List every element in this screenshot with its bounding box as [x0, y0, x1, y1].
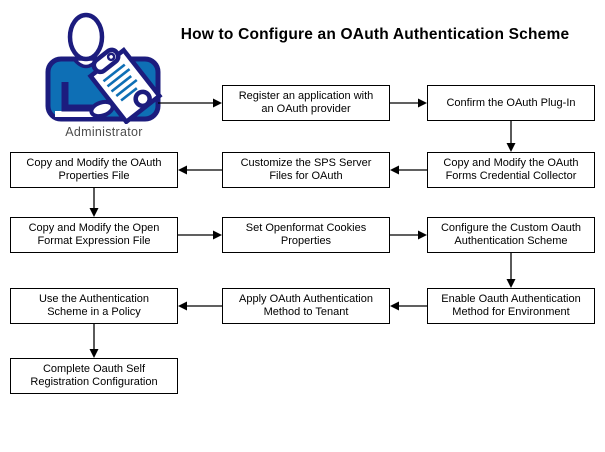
flow-box-apply-oauth-method-tenant: Apply OAuth Authentication Method to Ten… — [222, 288, 390, 324]
flow-box-confirm-oauth-plugin: Confirm the OAuth Plug-In — [427, 85, 595, 121]
flow-box-copy-oauth-properties-file: Copy and Modify the OAuth Properties Fil… — [10, 152, 178, 188]
flow-box-configure-custom-oauth-scheme: Configure the Custom Oauth Authenticatio… — [427, 217, 595, 253]
arrowhead-icon — [418, 98, 427, 108]
arrowhead-icon — [506, 279, 516, 288]
flow-box-copy-forms-credential-collector: Copy and Modify the OAuth Forms Credenti… — [427, 152, 595, 188]
diagram-title: How to Configure an OAuth Authentication… — [180, 26, 570, 43]
arrowhead-icon — [506, 143, 516, 152]
administrator-label: Administrator — [65, 125, 143, 139]
arrowhead-icon — [213, 98, 222, 108]
flow-box-set-openformat-cookies-properties: Set Openformat Cookies Properties — [222, 217, 390, 253]
arrowhead-icon — [418, 230, 427, 240]
person-arm — [61, 82, 100, 112]
clipboard-icon — [87, 47, 163, 125]
arrowhead-icon — [89, 208, 99, 217]
administrator-person-with-clipboard-icon — [45, 12, 163, 125]
administrator-figure — [44, 12, 164, 125]
arrowhead-icon — [213, 230, 222, 240]
flow-box-customize-sps-server-files: Customize the SPS Server Files for OAuth — [222, 152, 390, 188]
arrowhead-icon — [178, 165, 187, 175]
flow-box-copy-open-format-expression-file: Copy and Modify the Open Format Expressi… — [10, 217, 178, 253]
arrowhead-icon — [390, 301, 399, 311]
flow-box-complete-self-registration: Complete Oauth Self Registration Configu… — [10, 358, 178, 394]
arrowhead-icon — [178, 301, 187, 311]
flow-box-register-application: Register an application with an OAuth pr… — [222, 85, 390, 121]
person-head — [67, 12, 105, 62]
flow-box-enable-oauth-method-environment: Enable Oauth Authentication Method for E… — [427, 288, 595, 324]
flow-box-use-scheme-in-policy: Use the Authentication Scheme in a Polic… — [10, 288, 178, 324]
arrowhead-icon — [390, 165, 399, 175]
arrowhead-icon — [89, 349, 99, 358]
